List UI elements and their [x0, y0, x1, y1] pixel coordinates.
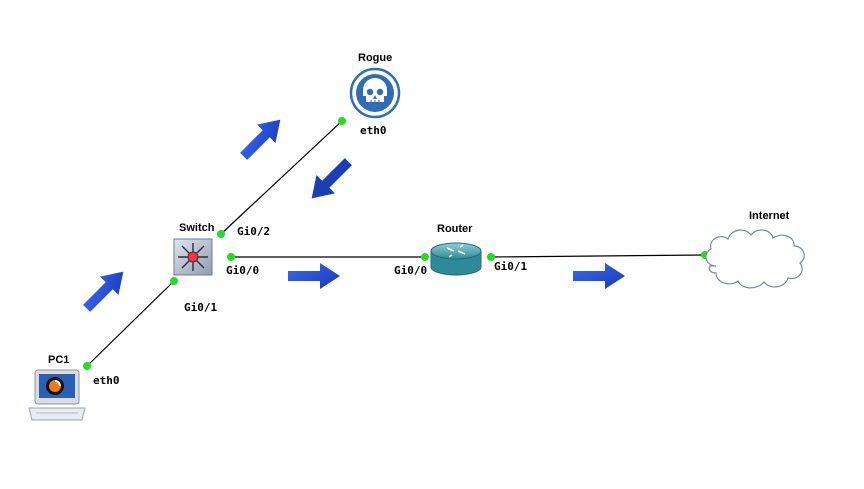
port-dot-router-gi00 — [421, 253, 429, 261]
port-dot-router-gi01 — [487, 253, 495, 261]
flow-arrow-switch-to-rogue — [240, 119, 281, 160]
flow-arrow-rogue-to-switch — [311, 158, 352, 199]
flow-arrow-pc1-to-switch — [83, 271, 124, 312]
port-label-rogue-eth0: eth0 — [360, 124, 387, 137]
node-label-rogue: Rogue — [358, 52, 392, 64]
port-label-switch-gi00: Gi0/0 — [226, 264, 259, 277]
links — [85, 120, 707, 368]
node-internet[interactable]: Internet — [705, 210, 805, 289]
node-router[interactable]: Router — [430, 223, 482, 276]
node-rogue[interactable]: Rogue — [349, 52, 401, 119]
port-dot-switch-gi02 — [217, 230, 225, 238]
router-icon — [430, 242, 482, 276]
cloud-icon — [705, 229, 805, 289]
node-label-pc1: PC1 — [48, 354, 69, 366]
flow-arrow-router-to-internet — [573, 263, 625, 289]
pc-icon — [28, 369, 86, 421]
port-label-router-gi00: Gi0/0 — [394, 264, 427, 277]
port-label-switch-gi02: Gi0/2 — [237, 225, 270, 238]
port-labels: eth0 Gi0/1 Gi0/2 Gi0/0 eth0 Gi0/0 Gi0/1 — [93, 124, 527, 387]
node-pc1[interactable]: PC1 — [28, 354, 86, 421]
link-pc1-switch[interactable] — [85, 280, 175, 368]
traffic-flow-arrows — [83, 119, 625, 312]
node-label-internet: Internet — [749, 210, 790, 222]
link-router-internet[interactable] — [490, 254, 707, 258]
port-dot-switch-gi00 — [227, 253, 235, 261]
port-label-pc1-eth0: eth0 — [93, 374, 120, 387]
port-label-router-gi01: Gi0/1 — [494, 260, 527, 273]
link-switch-rogue[interactable] — [220, 120, 343, 235]
flow-arrow-switch-to-router — [288, 263, 340, 289]
port-dot-pc1-eth0 — [83, 362, 91, 370]
node-label-switch: Switch — [179, 222, 215, 234]
skull-icon — [349, 67, 401, 119]
port-dot-switch-gi01 — [170, 277, 178, 285]
port-dot-rogue-eth0 — [338, 117, 346, 125]
node-switch[interactable]: Switch — [173, 222, 215, 276]
node-label-router: Router — [437, 223, 473, 235]
port-label-switch-gi01: Gi0/1 — [184, 301, 217, 314]
multilayer-switch-icon — [173, 238, 213, 276]
